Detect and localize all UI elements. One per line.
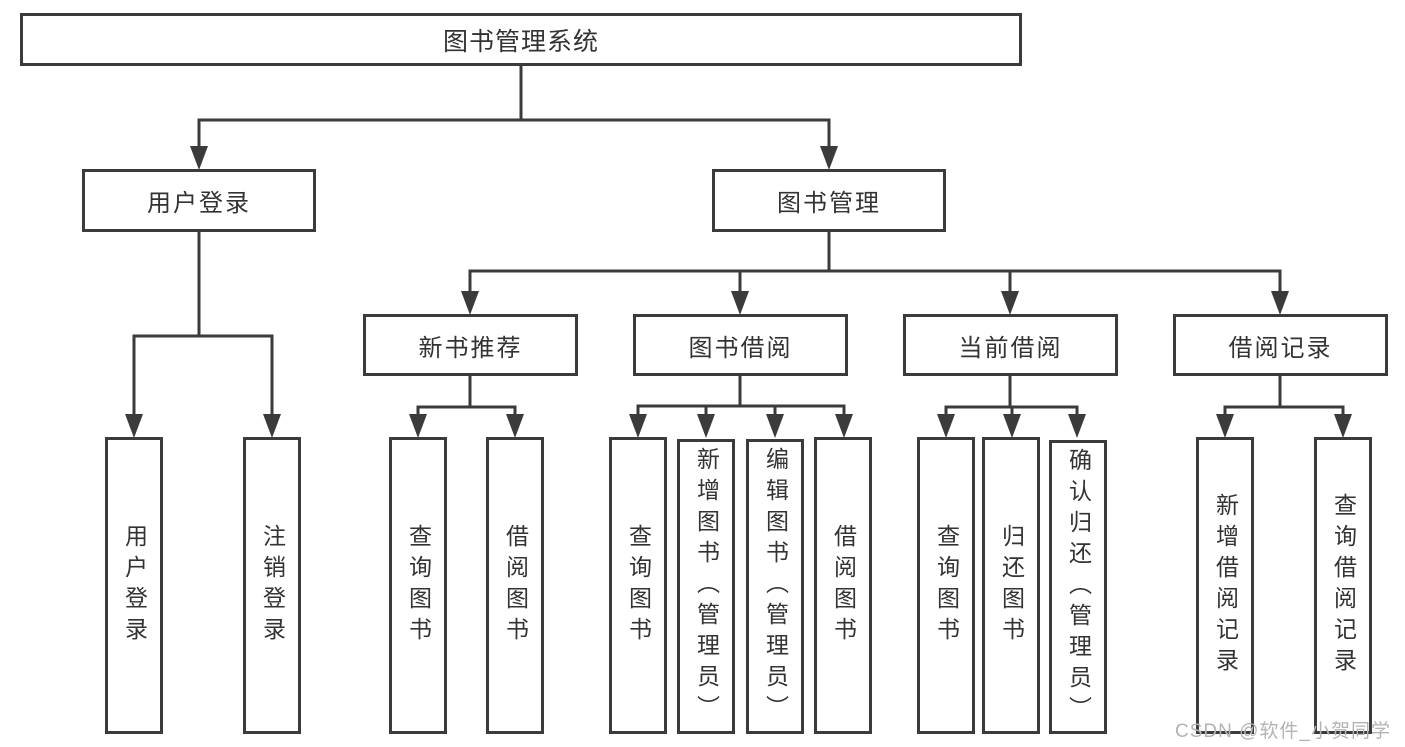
leaf-bb-borrow-books: 借阅图书 (814, 437, 872, 734)
leaf-cb-query-books: 查询图书 (917, 437, 975, 734)
node-root: 图书管理系统 (20, 13, 1022, 66)
leaf-br-add-record: 新增借阅记录 (1196, 437, 1254, 734)
node-borrow-records: 借阅记录 (1173, 314, 1388, 376)
node-new-book-recommend: 新书推荐 (363, 314, 578, 376)
node-user-login: 用户登录 (82, 169, 316, 232)
leaf-br-query-record: 查询借阅记录 (1314, 437, 1372, 734)
leaf-bb-query-books: 查询图书 (609, 437, 667, 734)
node-current-borrow: 当前借阅 (903, 314, 1118, 376)
leaf-bb-add-books-admin: 新增图书（管理员） (677, 439, 735, 734)
node-book-management: 图书管理 (712, 169, 946, 232)
leaf-logout: 注销登录 (243, 437, 301, 734)
leaf-nb-query-books: 查询图书 (389, 437, 447, 734)
node-book-borrow: 图书借阅 (633, 314, 848, 376)
leaf-bb-edit-books-admin: 编辑图书（管理员） (746, 439, 804, 734)
leaf-cb-confirm-return-admin: 确认归还（管理员） (1049, 440, 1107, 734)
watermark: CSDN @软件_小贺同学 (1175, 721, 1391, 742)
leaf-nb-borrow-books: 借阅图书 (486, 437, 544, 734)
leaf-cb-return-books: 归还图书 (982, 437, 1040, 734)
leaf-user-login: 用户登录 (105, 437, 163, 734)
